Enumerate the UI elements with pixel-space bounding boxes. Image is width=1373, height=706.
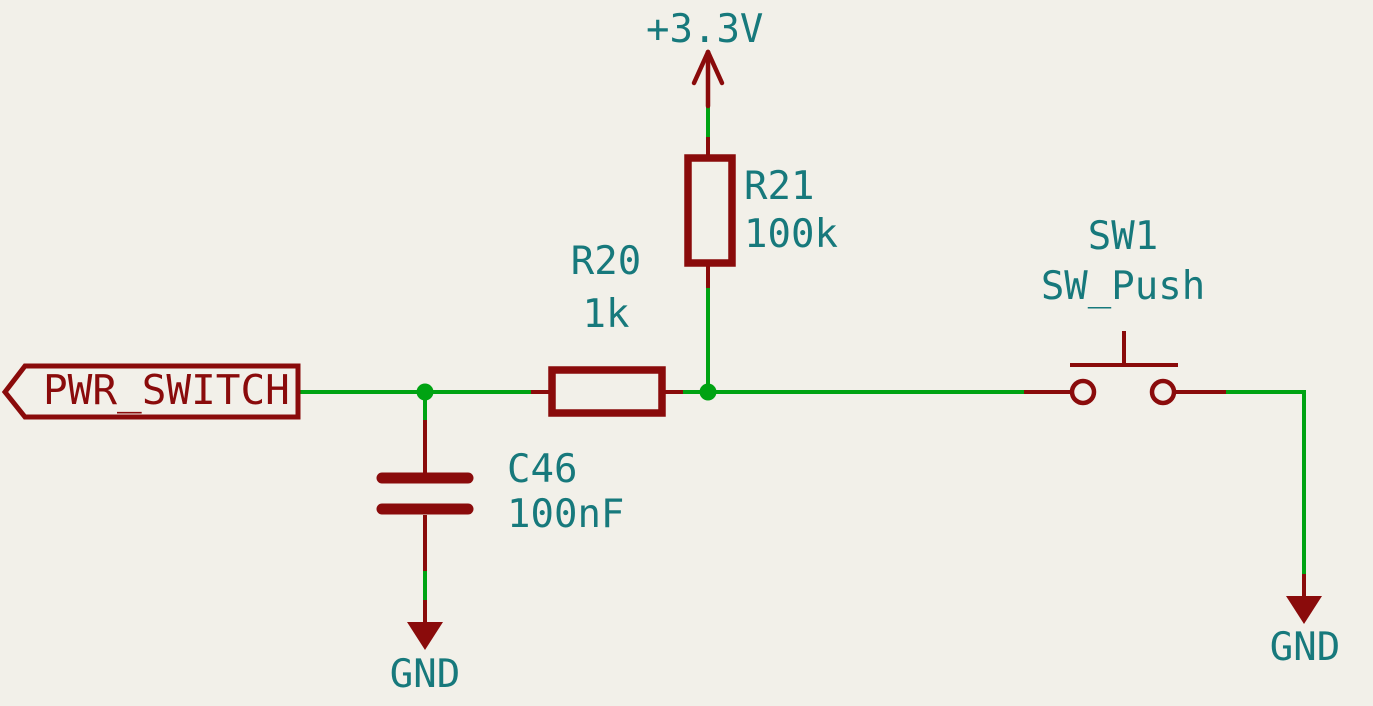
- resistor-r20-symbol[interactable]: [531, 366, 683, 417]
- gnd-symbol-left[interactable]: [407, 600, 443, 650]
- switch-sw1-value[interactable]: SW_Push: [1040, 264, 1206, 309]
- gnd-symbol-right[interactable]: [1286, 574, 1322, 624]
- resistor-r20-reference[interactable]: R20: [570, 239, 642, 284]
- resistor-r21-value[interactable]: 100k: [744, 212, 838, 257]
- gnd-net-label-right[interactable]: GND: [1269, 625, 1341, 670]
- symbols[interactable]: [1, 49, 1322, 650]
- global-label-outline[interactable]: [1, 363, 301, 420]
- resistor-r21-reference[interactable]: R21: [744, 164, 815, 209]
- power-symbol-vcc[interactable]: [691, 49, 725, 109]
- global-label-text[interactable]: PWR_SWITCH: [43, 366, 290, 414]
- capacitor-c46-symbol[interactable]: [376, 420, 474, 571]
- junctions[interactable]: [416, 383, 717, 401]
- wires[interactable]: [298, 106, 1306, 600]
- power-net-label-vcc[interactable]: +3.3V: [646, 7, 764, 52]
- gnd-net-label-left[interactable]: GND: [389, 652, 461, 697]
- junction-dot[interactable]: [699, 383, 717, 401]
- switch-sw1-reference[interactable]: SW1: [1087, 214, 1159, 259]
- junction-dot[interactable]: [416, 383, 434, 401]
- wire-switch-to-gnd[interactable]: [1226, 390, 1306, 574]
- switch-sw1-symbol[interactable]: [1024, 331, 1226, 406]
- resistor-r21-symbol[interactable]: [684, 137, 736, 288]
- resistor-r20-value[interactable]: 1k: [582, 292, 630, 337]
- capacitor-c46-reference[interactable]: C46: [507, 447, 578, 492]
- capacitor-c46-value[interactable]: 100nF: [507, 492, 625, 537]
